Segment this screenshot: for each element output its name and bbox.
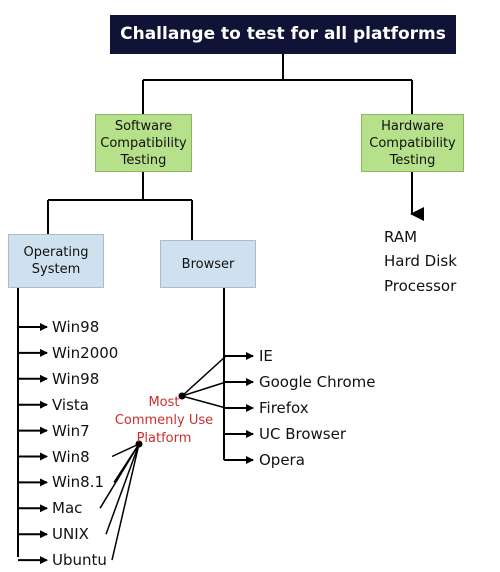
os-item: UNIX bbox=[52, 525, 89, 544]
operating-system-box: Operating System bbox=[8, 234, 104, 288]
os-box-line-2: System bbox=[31, 262, 81, 277]
browser-item: Opera bbox=[259, 451, 305, 469]
browser-fan-line bbox=[181, 381, 227, 397]
os-fan-line bbox=[99, 443, 140, 509]
hardware-item-hard-disk: Hard Disk bbox=[384, 252, 457, 270]
os-item: Win8 bbox=[52, 447, 90, 466]
browser-box: Browser bbox=[160, 240, 256, 288]
software-line-1: Software bbox=[114, 118, 173, 134]
software-line-3: Testing bbox=[120, 152, 167, 168]
browser-item: Firefox bbox=[259, 399, 309, 417]
hardware-item-ram: RAM bbox=[384, 228, 418, 246]
hardware-compatibility-box: Hardware Compatibility Testing bbox=[361, 114, 464, 172]
os-item: Win98 bbox=[52, 318, 100, 336]
most-commonly-used-note: Most Commenly Use Platform bbox=[108, 394, 220, 448]
note-line-1: Most bbox=[148, 395, 180, 410]
os-item: Vista bbox=[52, 395, 89, 414]
os-fan-line bbox=[111, 443, 140, 458]
browser-item: UC Browser bbox=[259, 425, 347, 443]
hardware-line-1: Hardware bbox=[381, 118, 444, 134]
os-fan-line bbox=[105, 443, 140, 535]
top-connector bbox=[142, 54, 413, 114]
software-compatibility-box: Software Compatibility Testing bbox=[95, 114, 192, 172]
browser-fan-line bbox=[181, 395, 227, 409]
os-item: Mac bbox=[52, 499, 83, 518]
software-connector bbox=[47, 172, 193, 240]
hardware-line-3: Testing bbox=[389, 152, 436, 168]
software-line-2: Compatibility bbox=[100, 135, 187, 151]
os-fan-line bbox=[111, 443, 140, 561]
browser-item: Google Chrome bbox=[259, 373, 376, 391]
note-line-3: Platform bbox=[136, 431, 192, 446]
os-item: Win8.1 bbox=[52, 473, 105, 492]
os-item: Win7 bbox=[52, 421, 90, 440]
os-box-line-1: Operating bbox=[23, 245, 89, 260]
hardware-line-2: Compatibility bbox=[369, 135, 456, 151]
os-fan-dot bbox=[135, 440, 143, 448]
browser-fan-line bbox=[181, 355, 227, 397]
browser-fan-dot bbox=[178, 392, 186, 400]
browser-item: IE bbox=[259, 347, 273, 365]
hardware-item-processor: Processor bbox=[384, 277, 457, 295]
diagram-title: Challange to test for all platforms bbox=[110, 15, 456, 54]
os-item: Ubuntu bbox=[52, 551, 107, 570]
note-line-2: Commenly Use bbox=[114, 413, 214, 428]
os-item: Win2000 bbox=[52, 343, 119, 362]
os-item: Win98 bbox=[52, 369, 100, 388]
